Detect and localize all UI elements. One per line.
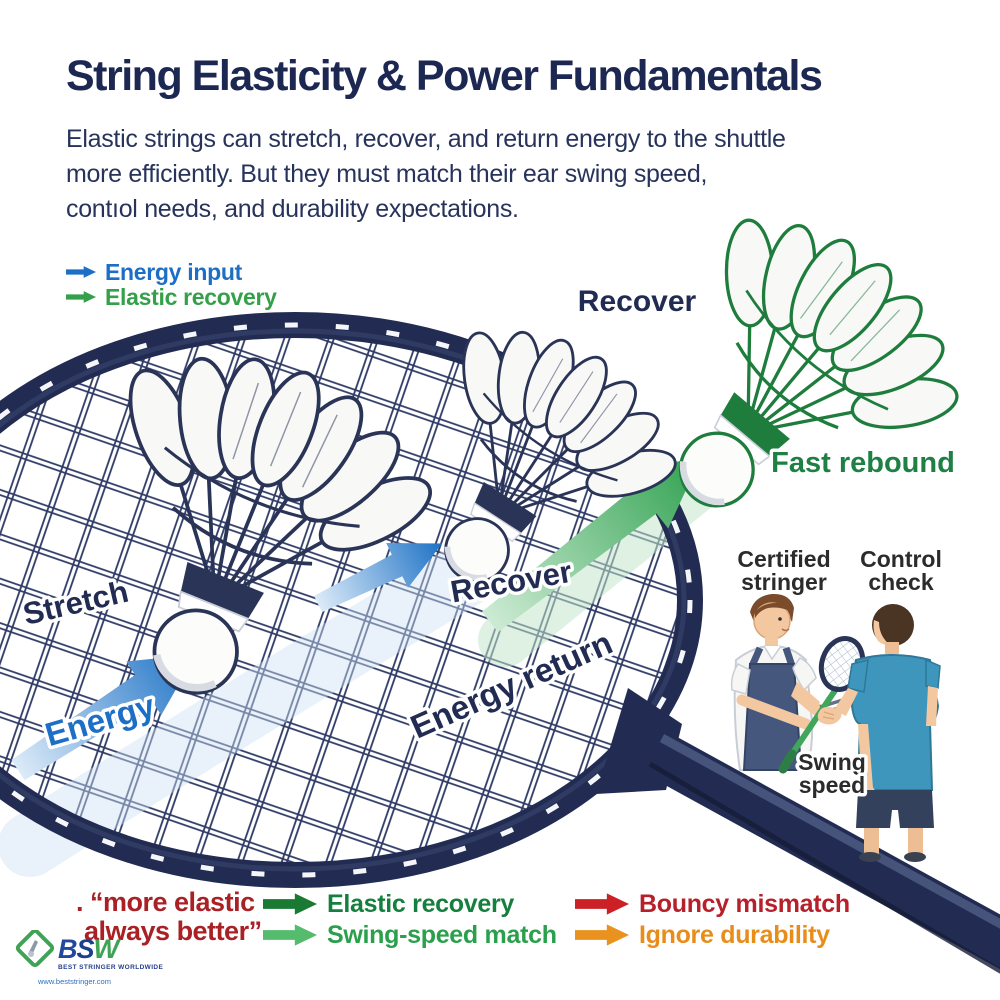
- label-certified-line1: Certified: [737, 546, 830, 572]
- racket-frame-highlight: [0, 328, 687, 872]
- logo-tagline: BEST STRINGER WORLDWIDE: [58, 964, 164, 971]
- legend-label: Ignore durability: [639, 920, 830, 949]
- logo-letter: S: [76, 933, 95, 964]
- label-recover-top: Recover: [578, 285, 697, 318]
- energy-input-arrow: [11, 654, 196, 781]
- legend-label: Elastic recovery: [105, 283, 277, 310]
- right-arrow-icon: [263, 924, 317, 946]
- label-swing-line2: speed: [799, 772, 865, 798]
- subtitle-line: Elastic strings can stretch, recover, an…: [66, 125, 786, 153]
- legend-bottom-col1: Elastic recovery Swing-speed match: [263, 889, 557, 954]
- racket-handle-highlight: [659, 734, 1000, 929]
- legend-item-energy-input: Energy input: [66, 258, 277, 285]
- legend-item-bouncy-mismatch: Bouncy mismatch: [575, 889, 850, 918]
- stringer-figure: [730, 593, 847, 771]
- green-streak: [478, 445, 739, 667]
- label-fast-rebound: Fast rebound: [771, 447, 955, 479]
- legend-top: Energy input Elastic recovery: [66, 258, 277, 310]
- recover-arrow: [314, 542, 443, 613]
- legend-label: Energy input: [105, 258, 242, 285]
- legend-bottom-col2: Bouncy mismatch Ignore durability: [575, 889, 850, 954]
- label-control-line2: check: [868, 569, 933, 595]
- logo-name: BSW: [58, 933, 120, 965]
- logo-letter: W: [93, 933, 120, 964]
- right-arrow-icon: [66, 291, 96, 303]
- right-arrow-icon: [263, 893, 317, 915]
- logo-url: www.beststringer.com: [38, 977, 111, 986]
- legend-item-elastic-recovery: Elastic recovery: [66, 283, 277, 310]
- blue-streak: [0, 543, 497, 877]
- myth-quote: . “more elastic always better”: [76, 888, 262, 946]
- bsw-diamond-icon: [15, 930, 55, 968]
- right-arrow-icon: [575, 924, 629, 946]
- myth-line: . “more elastic: [76, 887, 255, 917]
- page-title: String Elasticity & Power Fundamentals: [66, 52, 823, 100]
- bsw-logo: BSW BEST STRINGER WORLDWIDE www.beststri…: [14, 930, 164, 986]
- player-figure: [817, 604, 941, 862]
- legend-label: Bouncy mismatch: [639, 889, 850, 918]
- legend-item-elastic-recovery-bottom: Elastic recovery: [263, 889, 557, 918]
- racket-grommets: [0, 322, 693, 878]
- legend-label: Swing-speed match: [327, 920, 557, 949]
- subtitle-line: more efficiently. But they must match th…: [66, 160, 708, 188]
- label-control-line1: Control: [860, 546, 942, 572]
- racket-handle-shadow: [648, 761, 1000, 974]
- logo-letter: B: [58, 933, 77, 964]
- elastic-recovery-arrow: [481, 457, 702, 633]
- label-certified-line2: stringer: [741, 569, 827, 595]
- label-swing-line1: Swing: [798, 749, 866, 775]
- subtitle: Elastic strings can stretch, recover, an…: [66, 122, 786, 227]
- racket-handle: [618, 721, 1000, 970]
- subtitle-line: contıol needs, and durability expectatio…: [66, 195, 519, 223]
- legend-item-swing-speed-match: Swing-speed match: [263, 920, 557, 949]
- myth-line: always better”: [84, 916, 262, 946]
- legend-item-ignore-durability: Ignore durability: [575, 920, 850, 949]
- legend-label: Elastic recovery: [327, 889, 514, 918]
- right-arrow-icon: [66, 266, 96, 278]
- right-arrow-icon: [575, 893, 629, 915]
